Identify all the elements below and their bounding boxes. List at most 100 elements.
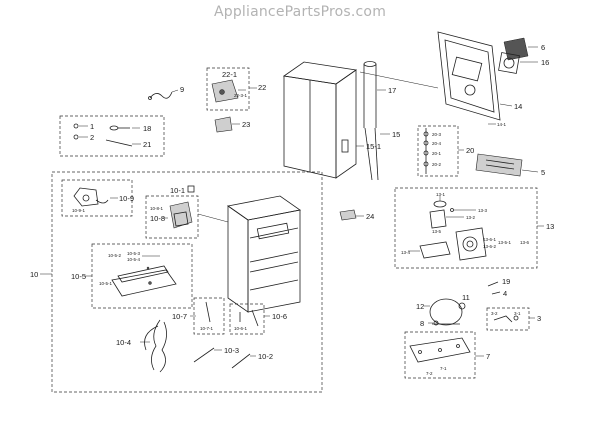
part-8-grommet xyxy=(428,320,439,326)
group-box-10-9 xyxy=(61,179,133,217)
part-6-cover xyxy=(503,37,538,61)
label-13-6: 13-6 xyxy=(520,240,530,245)
label-8: 8 xyxy=(420,319,424,328)
part-19-screw xyxy=(487,281,499,287)
label-10-5: 10-5 xyxy=(71,272,86,281)
label-10-5-2: 10-5-2 xyxy=(108,253,122,258)
label-10-8: 10-8 xyxy=(150,214,165,223)
label-20-1: 20-1 xyxy=(432,151,442,156)
group-box-10-6 xyxy=(229,303,265,335)
label-10-5-4: 10-5-4 xyxy=(127,257,141,262)
group-box-10-7 xyxy=(193,297,225,335)
label-11: 11 xyxy=(462,293,470,302)
label-3-1: 3-1 xyxy=(514,311,521,316)
label-23: 23 xyxy=(242,120,250,129)
part-23-bracket xyxy=(214,116,240,133)
label-10-5-1: 10-5-1 xyxy=(99,281,113,286)
label-16: 16 xyxy=(541,58,549,67)
part-10-5-shelf-cover xyxy=(111,265,177,297)
label-21: 21 xyxy=(143,140,151,149)
part-17-tube xyxy=(363,61,386,181)
label-10-8-1: 10-8-1 xyxy=(150,206,164,211)
label-22-3-1: 22-3-1 xyxy=(234,93,248,98)
label-10-9: 10-9 xyxy=(119,194,134,203)
label-20-3: 20-3 xyxy=(432,132,442,137)
label-10-7-1: 10-7-1 xyxy=(200,326,214,331)
label-10-6: 10-6 xyxy=(272,312,287,321)
label-10-3: 10-3 xyxy=(224,346,239,355)
group-box-20 xyxy=(417,125,459,177)
label-10-6-1: 10-6-1 xyxy=(234,326,248,331)
label-20-4: 20-4 xyxy=(432,141,442,146)
label-13-6-2: 13-6-2 xyxy=(483,244,497,249)
part-10-2-rod xyxy=(231,353,256,369)
group-box-10-5 xyxy=(91,243,193,309)
label-10-9-1: 10-9-1 xyxy=(72,208,86,213)
part-7-base-plate xyxy=(409,337,471,363)
part-21-rod xyxy=(105,139,141,147)
part-10-6-rail xyxy=(239,309,259,327)
part-22-module xyxy=(211,79,246,103)
label-7: 7 xyxy=(486,352,490,361)
label-17: 17 xyxy=(388,86,396,95)
label-13-4: 13-4 xyxy=(401,250,411,255)
group-box-13 xyxy=(394,187,538,269)
label-4: 4 xyxy=(503,289,507,298)
label-6: 6 xyxy=(541,43,545,52)
label-2: 2 xyxy=(90,133,94,142)
part-5-vent-cover xyxy=(475,153,539,177)
part-10-4-harness xyxy=(140,319,167,373)
label-24: 24 xyxy=(366,212,374,221)
label-3: 3 xyxy=(537,314,541,323)
label-5: 5 xyxy=(541,168,545,177)
group-box-22 xyxy=(206,67,250,111)
label-10-7: 10-7 xyxy=(172,312,187,321)
group-box-hardware xyxy=(59,115,165,157)
label-10-5-3: 10-5-3 xyxy=(127,251,141,256)
part-door-assembly xyxy=(282,61,358,179)
label-19: 19 xyxy=(502,277,510,286)
part-4-clip xyxy=(491,291,501,295)
label-14-1: 14-1 xyxy=(497,122,507,127)
label-3-2: 3-2 xyxy=(491,311,498,316)
label-20: 20 xyxy=(466,146,474,155)
part-9-wire xyxy=(148,89,179,100)
group-box-7 xyxy=(404,331,476,379)
watermark: AppliancePartsPros.com xyxy=(213,4,387,20)
part-10-7-rail xyxy=(205,301,211,323)
label-7-1: 7-1 xyxy=(440,366,447,371)
group-box-10 xyxy=(51,171,323,393)
group-box-10-8 xyxy=(145,195,199,239)
part-13-ice-maker xyxy=(419,196,487,261)
label-14: 14 xyxy=(514,102,522,111)
part-1-screw xyxy=(73,123,88,129)
label-18: 18 xyxy=(143,124,151,133)
label-1: 1 xyxy=(90,122,94,131)
part-3-relay xyxy=(493,315,519,323)
label-10-1: 10-1 xyxy=(170,186,185,195)
label-15: 15 xyxy=(392,130,400,139)
label-13-6-1: 13-6-1 xyxy=(483,237,497,242)
label-22-1: 22-1 xyxy=(222,70,237,79)
part-10-1-clip xyxy=(187,185,195,193)
label-12: 12 xyxy=(416,302,424,311)
label-9: 9 xyxy=(180,85,184,94)
label-10: 10 xyxy=(30,270,38,279)
part-20-valve-stack xyxy=(423,128,429,174)
part-16-fan-grille xyxy=(498,52,538,74)
part-10-8-case xyxy=(169,201,193,229)
label-13: 13 xyxy=(546,222,554,231)
part-2-screw xyxy=(73,134,88,140)
label-13-5-1: 13-5-1 xyxy=(498,240,512,245)
part-12-compressor xyxy=(424,298,466,326)
label-7-2: 7-2 xyxy=(426,371,433,376)
label-13-3: 13-3 xyxy=(478,208,488,213)
label-20-2: 20-2 xyxy=(432,162,442,167)
part-24-tray xyxy=(339,209,364,221)
label-22: 22 xyxy=(258,83,266,92)
part-10-cabinet xyxy=(197,195,302,313)
label-13-5: 13-5 xyxy=(432,229,442,234)
part-10-9-bracket xyxy=(73,187,109,207)
label-10-2: 10-2 xyxy=(258,352,273,361)
label-15-1: 15-1 xyxy=(366,142,381,151)
